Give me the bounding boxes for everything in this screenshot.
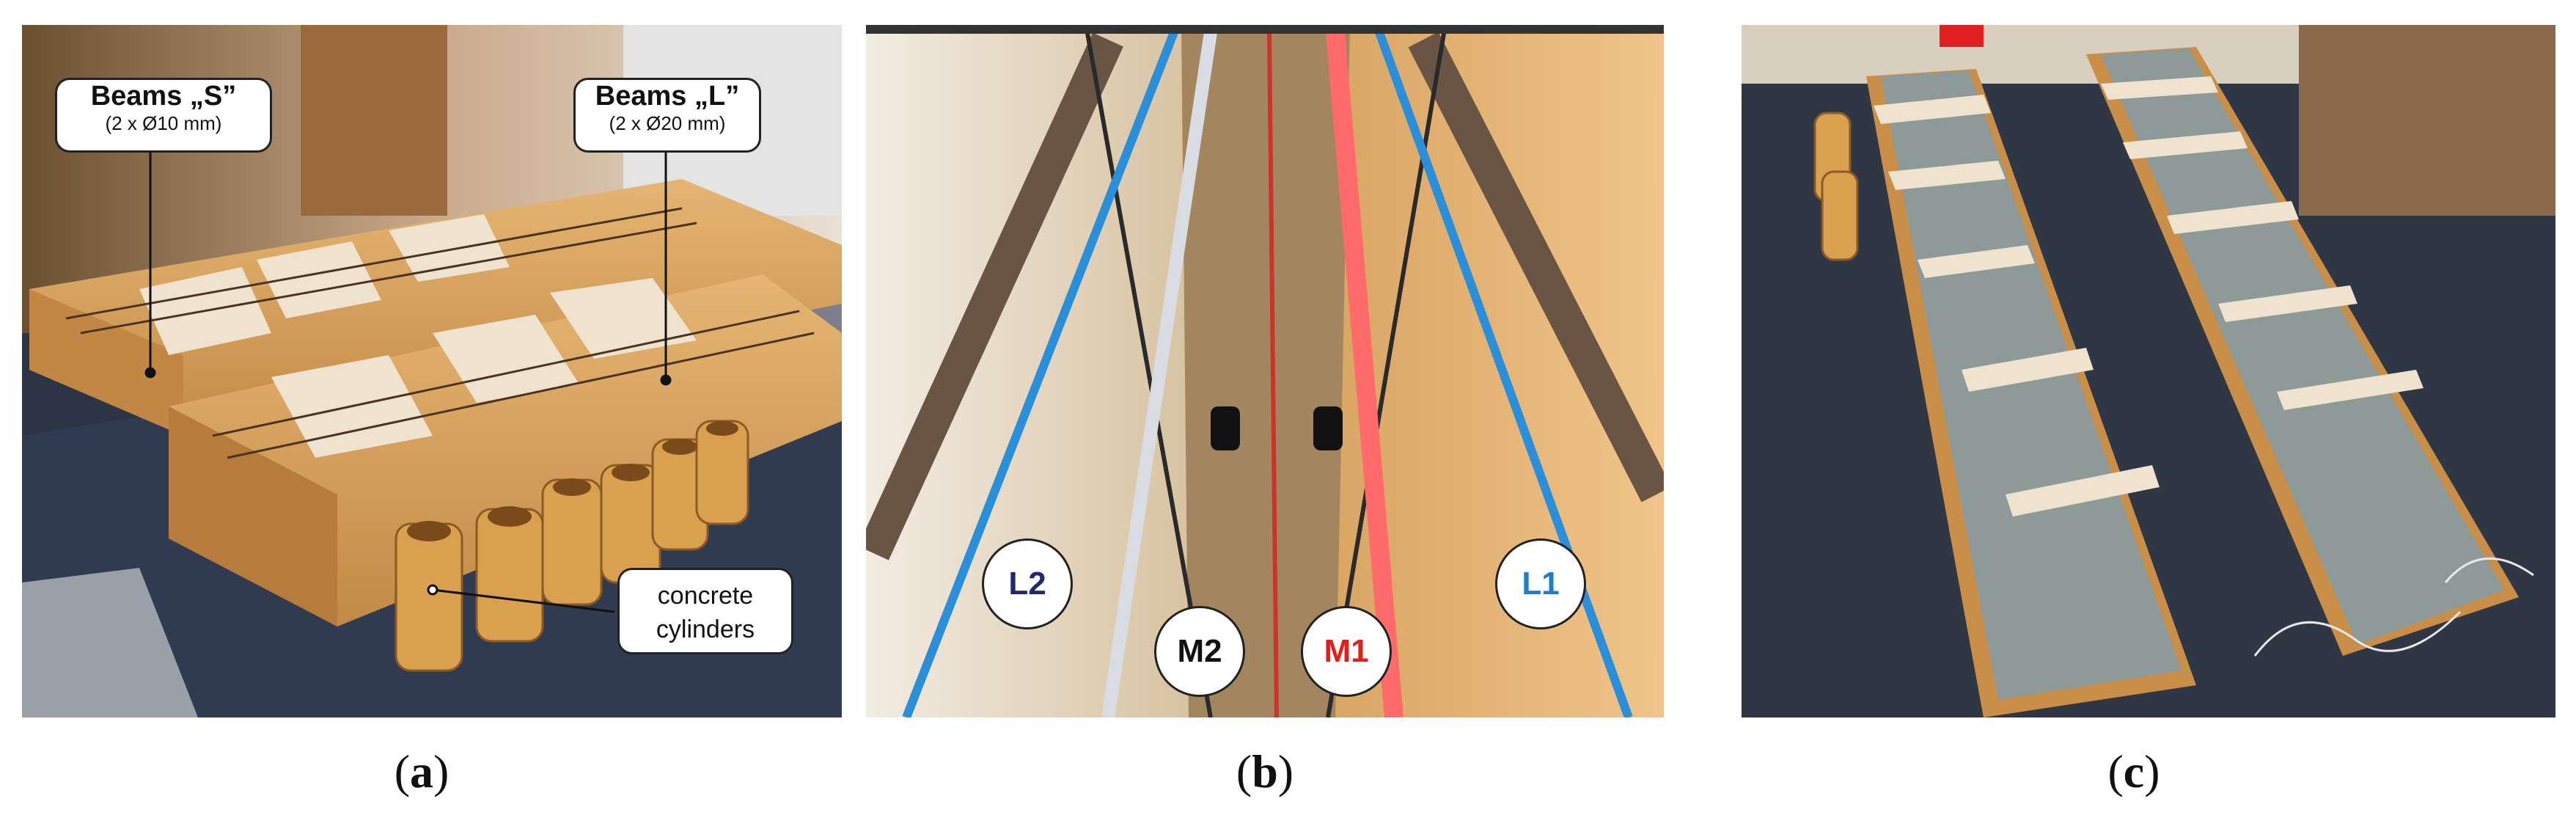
bar-label-l1: L1 [1495,538,1586,629]
callout-beams-s-diameter: (2 x Ø10 mm) [105,112,222,134]
callout-concrete-cylinders: concrete cylinders [617,568,793,654]
callout-beams-s: Beams „S” (2 x Ø10 mm) [55,78,272,153]
panel-label-a-letter: a [410,745,433,797]
panel-label-b: (b) [1236,745,1294,797]
callout-beams-s-title: Beams „S” [90,81,237,112]
bar-label-l2: L2 [982,538,1073,629]
photo-panel-a: Beams „S” (2 x Ø10 mm) Beams „L” (2 x Ø2… [22,25,842,717]
panel-label-b-letter: b [1252,745,1278,797]
panel-label-a: (a) [394,745,449,797]
photo-panel-b: L2 M2 M1 L1 [866,25,1664,717]
photo-cast-beams [1742,25,2555,717]
panel-label-c-letter: c [2123,745,2145,797]
panel-label-c: (c) [2107,745,2160,797]
bar-label-m1: M1 [1301,606,1392,697]
callout-beams-l-title: Beams „L” [595,81,740,112]
callout-cylinders-line1: concrete [657,582,754,610]
callout-cylinders-line2: cylinders [656,616,755,643]
callout-beams-l-diameter: (2 x Ø20 mm) [609,112,726,134]
callout-beams-l: Beams „L” (2 x Ø20 mm) [573,78,761,153]
photo-reinforcement-closeup [866,25,1664,717]
bar-label-m2: M2 [1154,606,1245,697]
photo-panel-c [1742,25,2555,717]
